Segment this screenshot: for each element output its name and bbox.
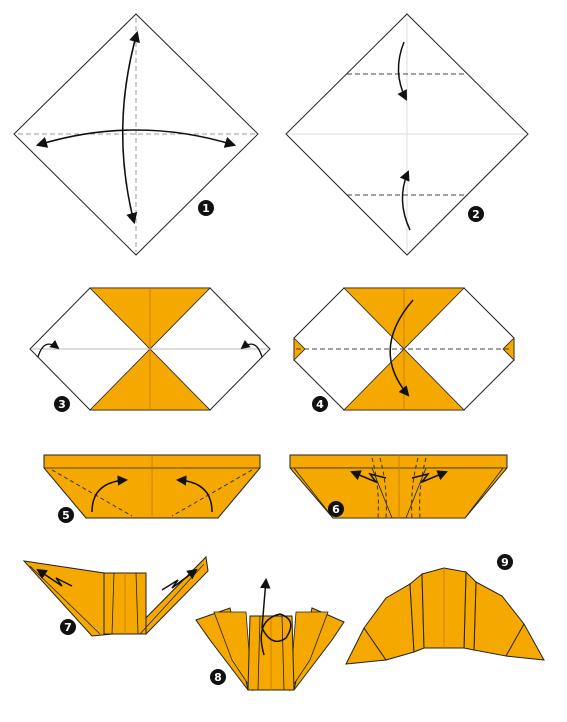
- step-6-left-fold-line: [371, 457, 379, 519]
- step-1-number: 1: [202, 202, 210, 215]
- step-3-number: 3: [58, 398, 66, 411]
- step-5-left-fold-line: [51, 469, 133, 517]
- step-6-diagram: 6: [289, 454, 508, 519]
- step-8-right-inner-edge: [281, 615, 285, 691]
- step-7-right-inner-edge: [135, 572, 139, 635]
- step-4-badge: 4: [312, 396, 328, 412]
- step-2-top-fold-arrow: [397, 41, 407, 101]
- step-6-left-inner-flap: [293, 467, 393, 519]
- step-2-diagram: 2: [285, 13, 529, 256]
- step-5-diagram: 5: [43, 454, 261, 523]
- step-1-horizontal-fold-arrow: [35, 129, 237, 148]
- step-6-right-fold-line: [419, 457, 427, 519]
- step-4-diagram: 4: [293, 287, 515, 412]
- step-7-badge: 7: [60, 619, 76, 635]
- step-5-right-fold-line: [171, 469, 253, 517]
- step-6-number: 6: [332, 503, 340, 516]
- step-5-number: 5: [62, 509, 70, 522]
- step-7-right-zigzag-arrow: [161, 568, 198, 591]
- step-3-badge: 3: [54, 396, 70, 412]
- step-3-left-corner-arrow: [37, 339, 60, 358]
- step-6-right-zigzag-arrow: [411, 470, 448, 484]
- step-7-number: 7: [64, 621, 72, 634]
- step-6-right-inner-flap: [405, 467, 504, 519]
- step-5-badge: 5: [58, 507, 74, 523]
- step-8-badge: 8: [210, 669, 226, 685]
- step-7-left-zigzag-arrow: [36, 568, 73, 587]
- step-1-badge: 1: [198, 200, 214, 216]
- step-6-left-fold-line-2: [379, 457, 387, 519]
- step-5-right-fold-arrow: [175, 475, 213, 513]
- step-6-badge: 6: [328, 501, 344, 517]
- step-7-diagram: 7: [22, 555, 209, 637]
- step-2-bottom-fold-arrow: [399, 170, 411, 231]
- step-3-diagram: 3: [29, 287, 271, 412]
- step-2-number: 2: [472, 208, 480, 221]
- step-7-left-inner-edge: [111, 572, 115, 635]
- step-9-badge: 9: [497, 554, 513, 570]
- step-6-left-zigzag-arrow: [350, 470, 387, 484]
- step-3-right-corner-arrow: [240, 339, 263, 358]
- step-5-left-fold-arrow: [91, 475, 129, 513]
- step-1-vertical-fold-arrow: [121, 30, 140, 225]
- step-1-diagram: 1: [13, 13, 259, 256]
- step-2-badge: 2: [468, 206, 484, 222]
- step-8-diagram: 8: [195, 577, 345, 692]
- step-4-number: 4: [316, 398, 324, 411]
- step-7-right-wing-crease: [139, 563, 205, 635]
- step-8-number: 8: [214, 671, 222, 684]
- step-8-turn-over-arrow: [260, 577, 292, 656]
- step-9-diagram: 9: [345, 554, 545, 665]
- step-4-fold-down-arrow: [389, 299, 414, 397]
- step-8-left-inner-edge: [257, 615, 261, 691]
- step-6-right-fold-line-2: [411, 457, 419, 519]
- step-9-number: 9: [501, 556, 509, 569]
